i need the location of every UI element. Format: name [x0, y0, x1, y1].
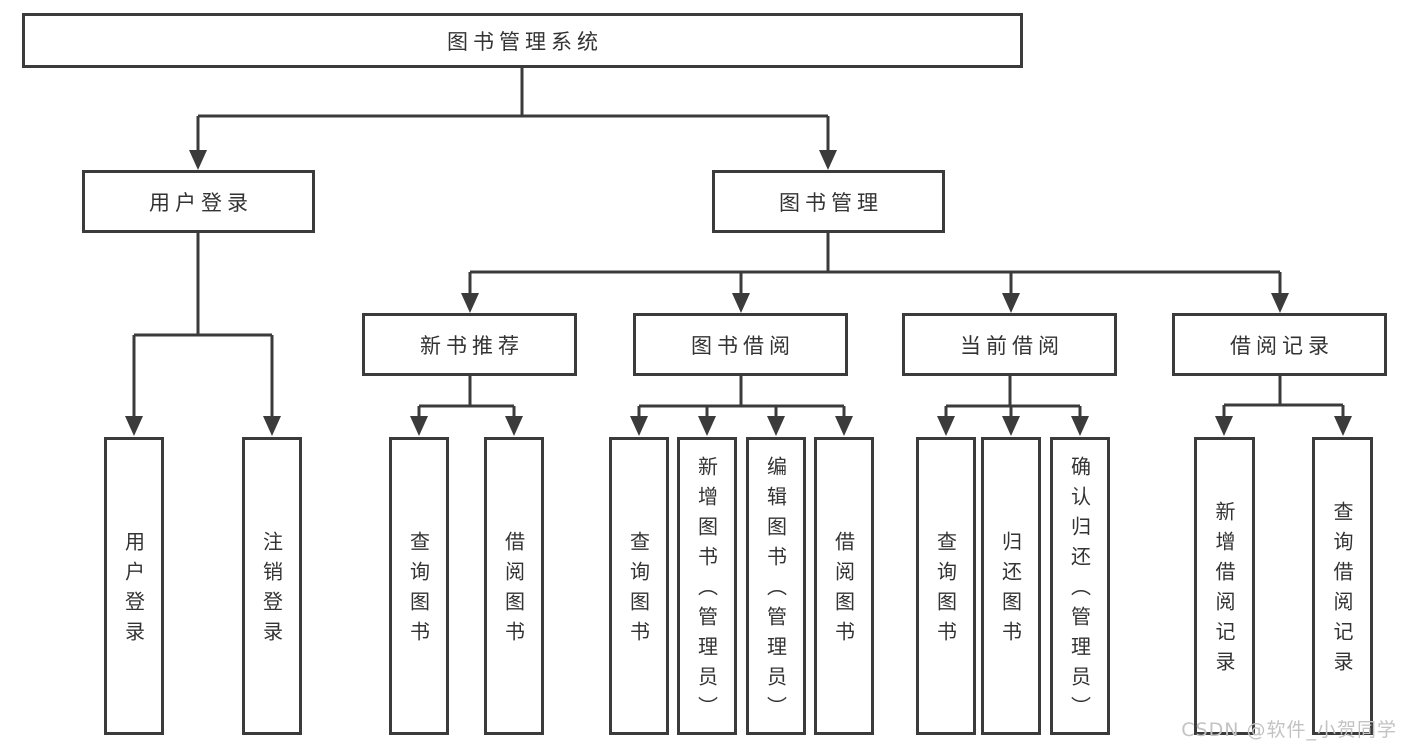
- node-label: 图书管理系统: [447, 29, 603, 54]
- arrowhead: [1002, 416, 1020, 436]
- leaf-logout: 注销登录: [242, 437, 302, 735]
- node-label: 新增借阅记录: [1212, 501, 1236, 681]
- node-label: 用户登录: [121, 531, 146, 651]
- node-user-login-module: 用户登录: [82, 170, 315, 233]
- node-label: 新书推荐: [420, 333, 524, 358]
- node-label: 用户登录: [149, 190, 253, 215]
- leaf-return-books: 归还图书: [981, 437, 1041, 735]
- node-borrowing-records: 借阅记录: [1172, 313, 1387, 376]
- node-book-borrowing: 图书借阅: [633, 313, 848, 376]
- leaf-edit-books-admin: 编辑图书（管理员）: [746, 437, 806, 735]
- node-label: 新增图书（管理员）: [694, 456, 719, 726]
- node-book-management-module: 图书管理: [712, 170, 945, 233]
- arrowhead: [630, 416, 648, 436]
- arrowhead: [819, 150, 837, 170]
- node-label: 借阅记录: [1230, 333, 1334, 358]
- connector-shafts: [132, 68, 1345, 419]
- arrowhead: [410, 416, 428, 436]
- arrowhead: [1215, 416, 1233, 436]
- node-new-book-recommend: 新书推荐: [362, 313, 577, 376]
- arrowhead: [732, 293, 750, 313]
- arrowhead: [263, 416, 281, 436]
- leaf-query-books-current: 查询图书: [916, 437, 976, 735]
- node-label: 编辑图书（管理员）: [763, 456, 788, 726]
- node-label: 归还图书: [998, 531, 1023, 651]
- node-label: 当前借阅: [960, 333, 1064, 358]
- leaf-user-login: 用户登录: [104, 437, 164, 735]
- arrowhead: [1334, 416, 1352, 436]
- node-label: 借阅图书: [831, 531, 856, 651]
- node-label: 确认归还（管理员）: [1067, 456, 1092, 726]
- leaf-add-borrow-record: 新增借阅记录: [1194, 437, 1255, 735]
- node-label: 查询图书: [933, 531, 958, 651]
- leaf-borrow-books: 借阅图书: [814, 437, 874, 735]
- leaf-query-borrow-record: 查询借阅记录: [1312, 437, 1373, 735]
- arrowhead: [698, 416, 716, 436]
- arrowhead: [461, 293, 479, 313]
- arrowhead: [835, 416, 853, 436]
- arrowhead: [189, 150, 207, 170]
- node-label: 图书借阅: [691, 333, 795, 358]
- leaf-add-books-admin: 新增图书（管理员）: [677, 437, 737, 735]
- leaf-borrow-books-recommend: 借阅图书: [484, 437, 544, 735]
- arrowhead: [125, 416, 143, 436]
- leaf-query-books-borrowing: 查询图书: [609, 437, 669, 735]
- arrowhead: [1002, 293, 1020, 313]
- node-label: 查询图书: [626, 531, 651, 651]
- node-label: 借阅图书: [501, 531, 526, 651]
- arrowhead: [937, 416, 955, 436]
- arrowhead: [505, 416, 523, 436]
- node-label: 查询借阅记录: [1330, 501, 1354, 681]
- leaf-confirm-return-admin: 确认归还（管理员）: [1050, 437, 1110, 735]
- arrowhead: [767, 416, 785, 436]
- node-label: 图书管理: [779, 190, 883, 215]
- arrowhead: [1071, 416, 1089, 436]
- leaf-query-books-recommend: 查询图书: [389, 437, 449, 735]
- node-label: 注销登录: [259, 531, 284, 651]
- csdn-watermark: CSDN @软件_小贺同学: [1181, 719, 1397, 741]
- arrowhead: [1271, 293, 1289, 313]
- node-system-root: 图书管理系统: [22, 13, 1023, 68]
- node-label: 查询图书: [406, 531, 431, 651]
- node-current-borrowing: 当前借阅: [902, 313, 1117, 376]
